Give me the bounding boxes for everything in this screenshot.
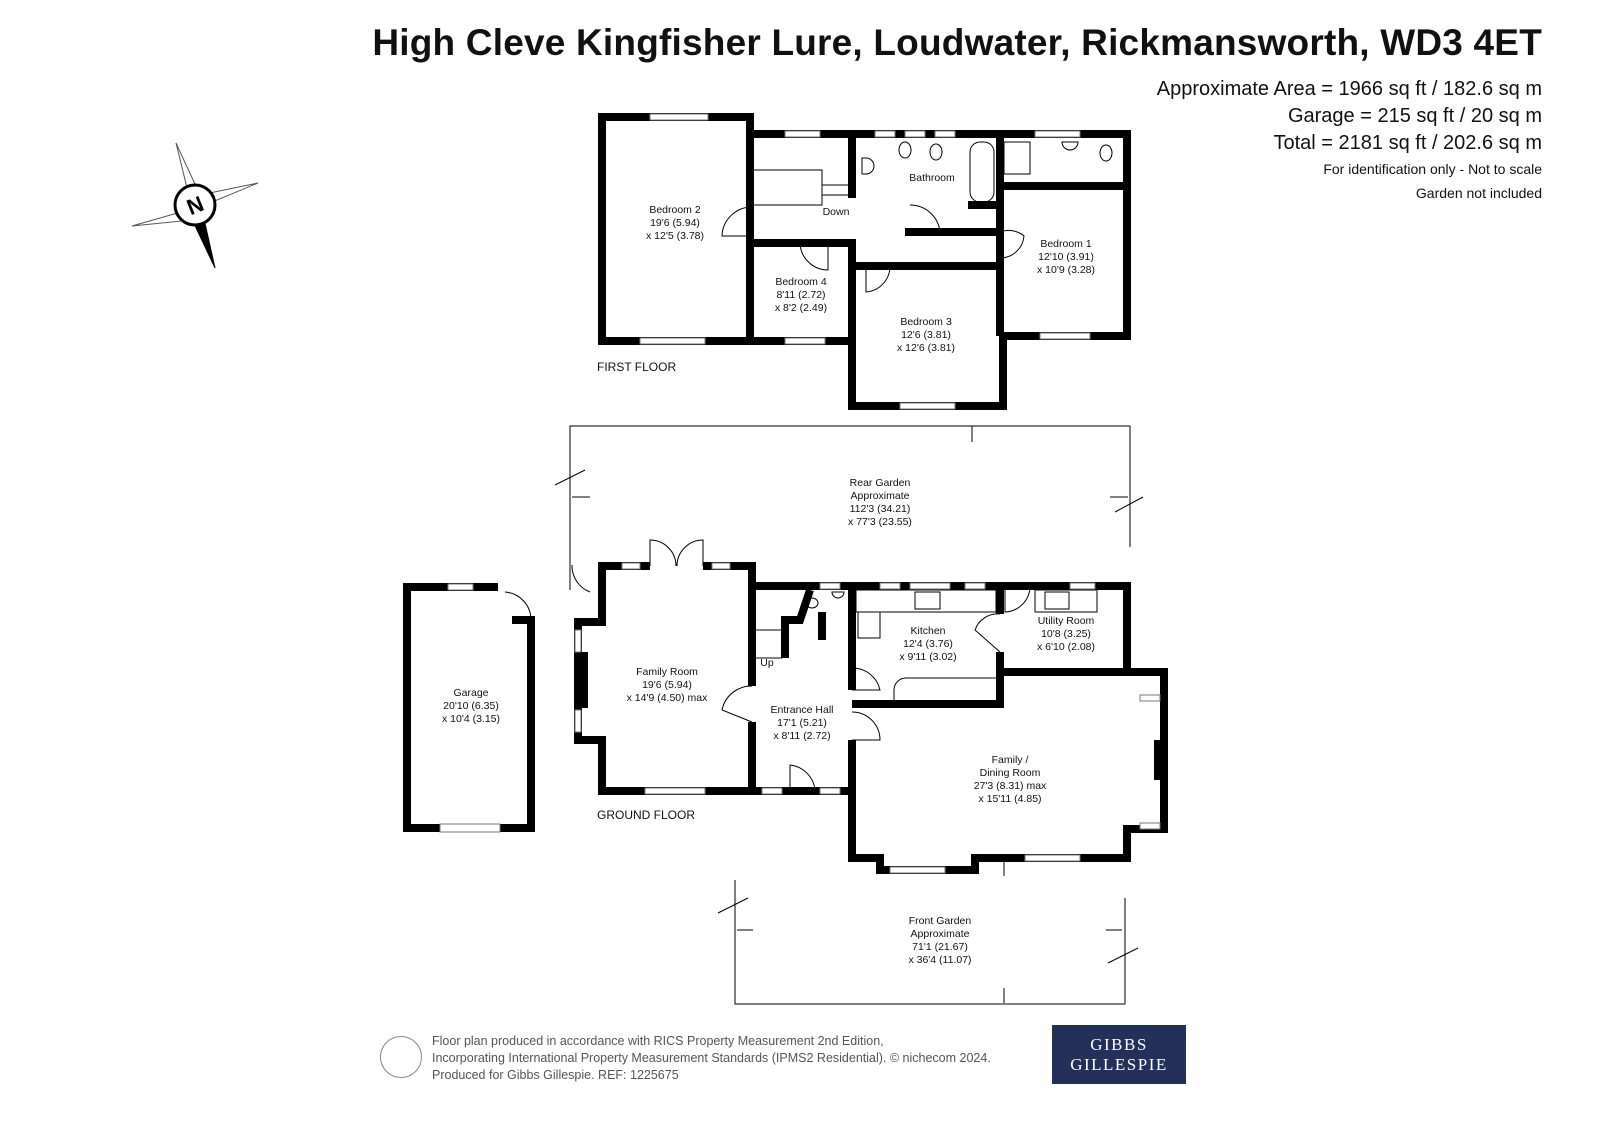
svg-text:Approximate: Approximate xyxy=(851,490,910,502)
toilet-icon xyxy=(929,143,943,161)
shower xyxy=(1003,141,1031,175)
toilet-icon xyxy=(898,141,912,159)
svg-text:20'10 (6.35): 20'10 (6.35) xyxy=(443,700,499,712)
worktop xyxy=(855,589,997,613)
sink-icon xyxy=(1044,591,1070,610)
property-title: High Cleve Kingfisher Lure, Loudwater, R… xyxy=(372,22,1542,63)
svg-text:x 6'10 (2.08): x 6'10 (2.08) xyxy=(1037,641,1095,653)
svg-text:x 15'11 (4.85): x 15'11 (4.85) xyxy=(978,793,1041,805)
svg-text:x 36'4 (11.07): x 36'4 (11.07) xyxy=(908,954,971,966)
bedroom-1-label: Bedroom 1 xyxy=(1040,238,1092,250)
utility-room-label: Utility Room xyxy=(1038,615,1095,627)
sink-icon xyxy=(831,591,845,599)
sink-icon xyxy=(1061,141,1079,151)
stairs-down-label: Down xyxy=(823,206,850,218)
bedroom-1-dim: 12'10 (3.91) xyxy=(1038,251,1094,263)
footer: Floor plan produced in accordance with R… xyxy=(380,1033,1200,1093)
first-floor-plan: Bedroom 2 19'6 (5.94) x 12'5 (3.78) Bedr… xyxy=(597,113,1131,410)
total-area: Total = 2181 sq ft / 202.6 sq m xyxy=(1273,132,1543,154)
sink-icon xyxy=(914,591,941,610)
toilet-icon xyxy=(805,597,819,609)
garden-note: Garden not included xyxy=(1415,185,1542,201)
svg-text:x 77'3 (23.55): x 77'3 (23.55) xyxy=(848,516,912,528)
bathtub xyxy=(969,141,995,203)
first-floor-outer-walls xyxy=(750,130,1131,410)
stairs xyxy=(751,169,823,206)
rear-garden: Rear Garden Approximate 112'3 (34.21) x … xyxy=(554,425,1144,593)
bedroom-2-dim: 19'6 (5.94) xyxy=(650,217,700,229)
worktop xyxy=(1034,589,1098,613)
bedroom-4-label: Bedroom 4 xyxy=(775,276,827,288)
bathroom-label: Bathroom xyxy=(909,172,955,184)
family-room-walls xyxy=(574,562,852,795)
toilet-icon xyxy=(1099,144,1113,162)
entrance-hall-label: Entrance Hall xyxy=(770,704,833,716)
bedroom-3-label: Bedroom 3 xyxy=(900,316,952,328)
bedroom-2-label: Bedroom 2 xyxy=(649,204,701,216)
svg-text:27'3 (8.31) max: 27'3 (8.31) max xyxy=(974,780,1047,792)
front-garden: Front Garden Approximate 71'1 (21.67) x … xyxy=(717,862,1139,1005)
sink-icon xyxy=(861,157,875,175)
door xyxy=(909,204,941,233)
svg-text:10'8 (3.25): 10'8 (3.25) xyxy=(1041,628,1091,640)
svg-text:19'6 (5.94): 19'6 (5.94) xyxy=(642,679,692,691)
ground-floor-label: GROUND FLOOR xyxy=(597,808,695,822)
garage-label: Garage xyxy=(453,687,488,699)
approximate-area: Approximate Area = 1966 sq ft / 182.6 sq… xyxy=(1156,78,1542,100)
bedroom-3-dim: x 12'6 (3.81) xyxy=(897,342,955,354)
stairs-up-label: Up xyxy=(760,657,774,669)
svg-text:x 9'11 (3.02): x 9'11 (3.02) xyxy=(899,651,956,663)
svg-text:x 14'9 (4.50) max: x 14'9 (4.50) max xyxy=(627,692,709,704)
family-dining-room-label: Family / xyxy=(992,754,1029,766)
svg-text:Dining Room: Dining Room xyxy=(980,767,1041,779)
windows xyxy=(639,113,1091,410)
svg-text:71'1 (21.67): 71'1 (21.67) xyxy=(912,941,968,953)
svg-text:112'3 (34.21): 112'3 (34.21) xyxy=(850,503,911,515)
bedroom-2-dim: x 12'5 (3.78) xyxy=(646,230,704,242)
rear-garden-label: Rear Garden xyxy=(850,477,911,489)
door xyxy=(799,242,829,271)
footer-text: Floor plan produced in accordance with R… xyxy=(432,1034,991,1082)
front-garden-label: Front Garden xyxy=(909,915,972,927)
family-room-label: Family Room xyxy=(636,666,698,678)
ground-floor-plan: Garage 20'10 (6.35) x 10'4 (3.15) xyxy=(403,539,1168,874)
bedroom-4-dim: 8'11 (2.72) xyxy=(776,289,825,301)
area-summary: Approximate Area = 1966 sq ft / 182.6 sq… xyxy=(1157,76,1542,205)
svg-text:x 10'4 (3.15): x 10'4 (3.15) xyxy=(442,713,500,725)
bedroom-4-dim: x 8'2 (2.49) xyxy=(775,302,827,314)
first-floor-label: FIRST FLOOR xyxy=(597,360,676,374)
gibbs-gillespie-logo: GIBBS GILLESPIE xyxy=(1052,1025,1186,1084)
door xyxy=(721,206,753,237)
bedroom-3-dim: 12'6 (3.81) xyxy=(901,329,951,341)
person-measurement-icon xyxy=(380,1036,422,1078)
bedroom-1-dim: x 10'9 (3.28) xyxy=(1037,264,1095,276)
scale-note: For identification only - Not to scale xyxy=(1323,161,1542,177)
stairs xyxy=(751,629,783,659)
windows xyxy=(574,562,1161,874)
svg-text:12'4 (3.76): 12'4 (3.76) xyxy=(903,638,953,650)
door xyxy=(865,265,891,293)
worktop xyxy=(893,677,996,700)
compass-icon: N xyxy=(131,142,259,269)
svg-text:Approximate: Approximate xyxy=(911,928,970,940)
garage-area: Garage = 215 sq ft / 20 sq m xyxy=(1287,105,1542,127)
svg-text:17'1 (5.21): 17'1 (5.21) xyxy=(777,717,827,729)
bedroom-2-walls xyxy=(598,113,754,345)
svg-text:x 8'11 (2.72): x 8'11 (2.72) xyxy=(773,730,830,742)
kitchen-label: Kitchen xyxy=(910,625,945,637)
hob-icon xyxy=(857,611,881,639)
door xyxy=(999,229,1025,259)
